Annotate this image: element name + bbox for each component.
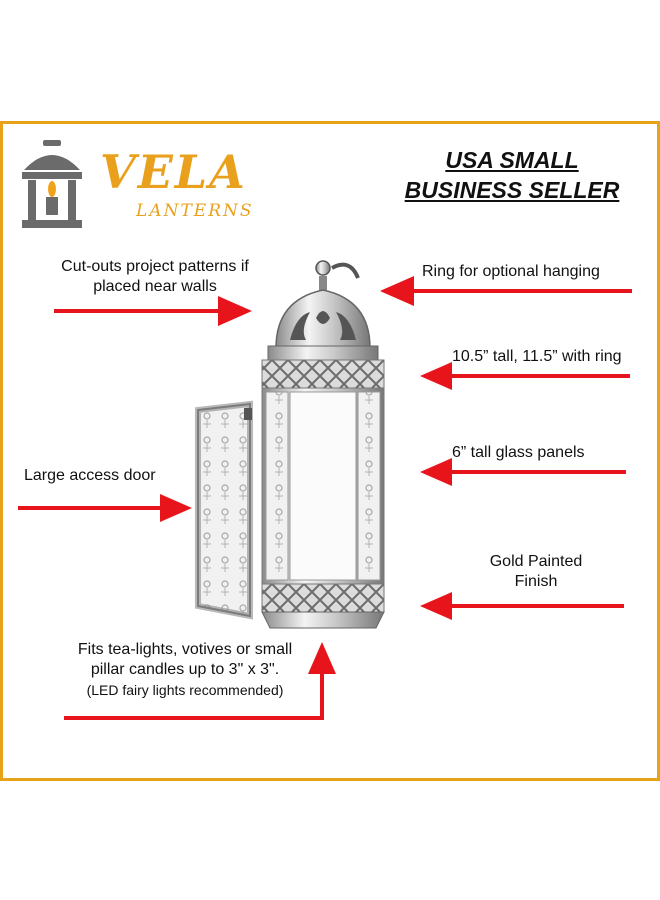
callout-door: Large access door [24,467,156,484]
callout-height: 10.5” tall, 11.5” with ring [452,348,622,365]
arrow-ring [380,276,632,306]
callout-fits-line-2: pillar candles up to 3" x 3". [90,661,280,678]
arrow-height [420,362,630,390]
arrow-door [18,494,192,522]
lantern-door [197,402,251,618]
callout-finish: Gold Painted Finish [446,552,626,592]
callout-fits: Fits tea-lights, votives or small pillar… [40,640,330,700]
callout-glass: 6” tall glass panels [452,444,585,461]
seller-badge: USA SMALL BUSINESS SELLER [392,145,632,205]
callout-finish-line-2: Finish [514,573,558,590]
arrow-fits [64,642,336,720]
seller-line-2: BUSINESS SELLER [404,177,620,203]
callout-fits-line-1: Fits tea-lights, votives or small [77,641,293,658]
callout-cutouts-line-1: Cut-outs project patterns if [61,258,249,275]
callout-finish-line-1: Gold Painted [489,553,583,570]
brand-name: VELA [100,145,247,199]
arrow-cutouts [54,296,252,326]
arrow-finish [420,592,624,620]
brand-tagline: LANTERNS [136,201,254,221]
callout-fits-line-3: (LED fairy lights recommended) [86,682,284,698]
arrow-glass [420,458,626,486]
callout-cutouts-line-2: placed near walls [93,278,217,295]
callout-cutouts: Cut-outs project patterns if placed near… [40,257,270,297]
callout-ring: Ring for optional hanging [422,263,600,280]
seller-line-1: USA SMALL [445,147,579,173]
